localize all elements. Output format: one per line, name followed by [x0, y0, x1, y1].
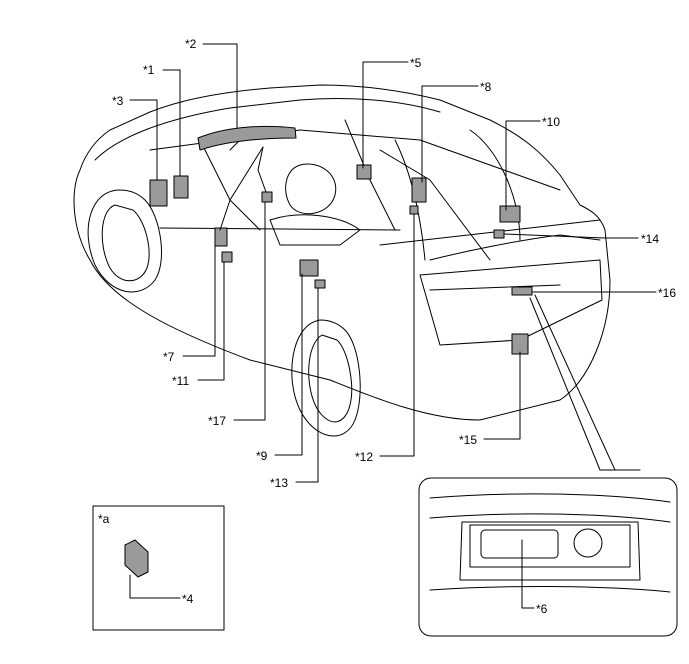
callout-label-12: *12: [355, 450, 374, 464]
component-14: [493, 229, 505, 239]
inset-a-label: *a: [98, 512, 110, 526]
callout-label-13: *13: [270, 476, 289, 490]
component-17: [261, 191, 273, 203]
component-13: [314, 279, 326, 289]
callout-label-11: *11: [172, 374, 190, 388]
callout-label-5: *5: [410, 56, 422, 70]
component-12: [409, 205, 419, 215]
callout-label-9: *9: [256, 449, 268, 463]
callout-label-4: *4: [182, 592, 194, 606]
callout-label-7: *7: [163, 350, 175, 364]
component-8: [411, 177, 427, 203]
inset-a-frame: [92, 505, 225, 631]
callout-label-17: *17: [208, 414, 227, 428]
component-1: [173, 175, 189, 199]
component-11: [221, 251, 233, 263]
callout-label-8: *8: [480, 80, 492, 94]
detail-inset: [418, 477, 678, 637]
component-10: [499, 205, 521, 223]
component-7: [214, 227, 228, 247]
callout-label-16: *16: [658, 286, 677, 300]
callout-label-6: *6: [536, 602, 548, 616]
callout-label-1: *1: [143, 63, 155, 77]
callout-label-10: *10: [542, 115, 561, 129]
component-4: [124, 539, 149, 578]
callout-label-2: *2: [185, 37, 197, 51]
callout-label-14: *14: [641, 232, 660, 246]
leader-lines: [129, 43, 657, 609]
component-3: [149, 179, 168, 207]
callout-label-3: *3: [112, 94, 124, 108]
component-15: [511, 333, 529, 355]
components: [124, 125, 533, 578]
car-body: [73, 84, 611, 437]
component-16: [511, 286, 533, 296]
component-5: [356, 164, 372, 180]
component-2: [197, 125, 297, 151]
callout-label-15: *15: [459, 433, 478, 447]
component-9: [299, 259, 319, 277]
